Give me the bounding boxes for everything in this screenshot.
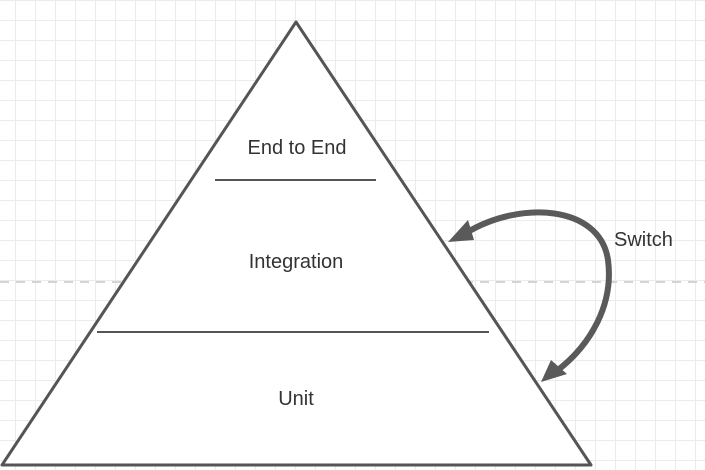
switch-arrowhead-top <box>448 220 474 242</box>
pyramid-outline[interactable] <box>0 20 593 467</box>
layer-label-integration: Integration <box>248 251 344 273</box>
arrow-label-switch: Switch <box>614 229 673 251</box>
switch-arrowhead-bottom <box>541 360 567 382</box>
switch-arrow[interactable] <box>448 209 612 382</box>
layer-label-unit: Unit <box>278 388 314 410</box>
layer-label-end-to-end: End to End <box>247 137 347 159</box>
pyramid-fill <box>2 22 591 465</box>
switch-arrow-curve <box>463 209 612 373</box>
